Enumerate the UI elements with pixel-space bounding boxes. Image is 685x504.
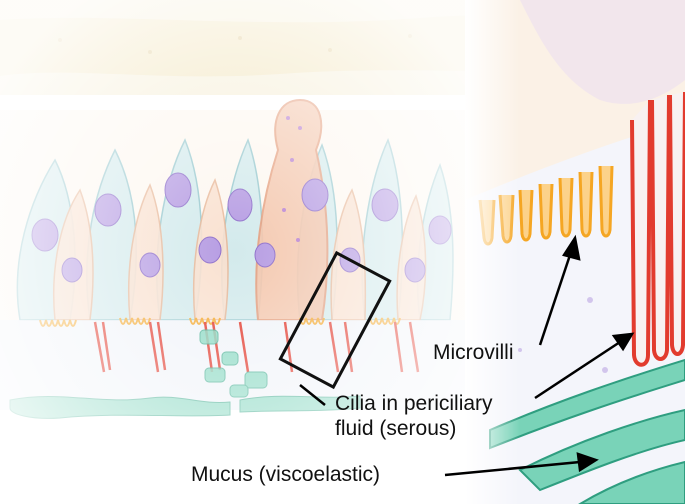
cilia-label-line1: Cilia in periciliary bbox=[335, 391, 493, 416]
cilia-label: Cilia in periciliary fluid (serous) bbox=[335, 391, 493, 441]
mucus-label: Mucus (viscoelastic) bbox=[191, 462, 380, 487]
cilia-label-line2: fluid (serous) bbox=[335, 416, 493, 441]
microvilli-label: Microvilli bbox=[433, 340, 514, 365]
